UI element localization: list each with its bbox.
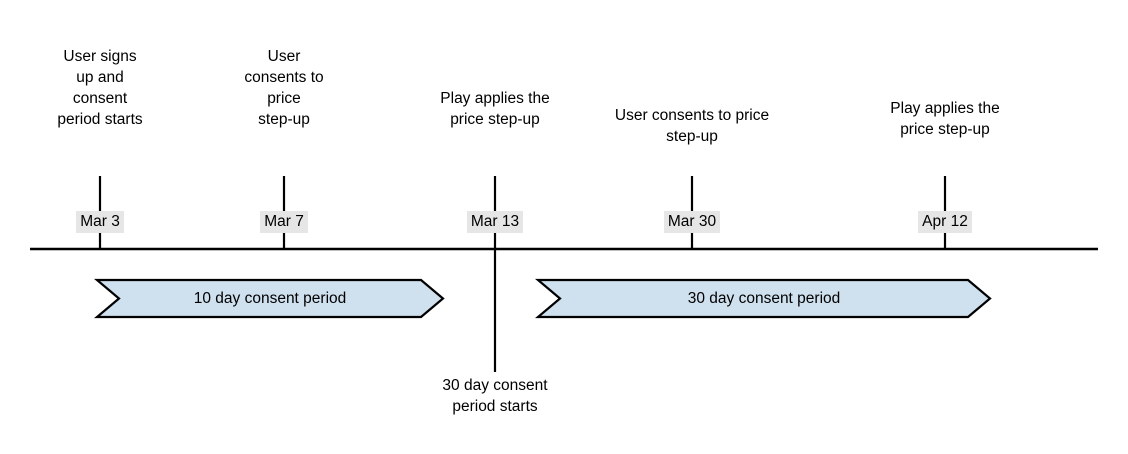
- consent-band-group: [93, 278, 992, 319]
- date-chip-second-step-up: Apr 12: [918, 211, 972, 233]
- consent-band-thirty-day: [534, 278, 992, 319]
- date-chip-signup: Mar 3: [76, 211, 124, 233]
- date-chip-first-step-up: Mar 13: [466, 211, 524, 233]
- event-tick-group: [98, 176, 947, 249]
- date-chip-second-consent: Mar 30: [663, 211, 721, 233]
- date-chip-first-consent: Mar 7: [260, 211, 308, 233]
- consent-band-ten-day: [93, 278, 445, 319]
